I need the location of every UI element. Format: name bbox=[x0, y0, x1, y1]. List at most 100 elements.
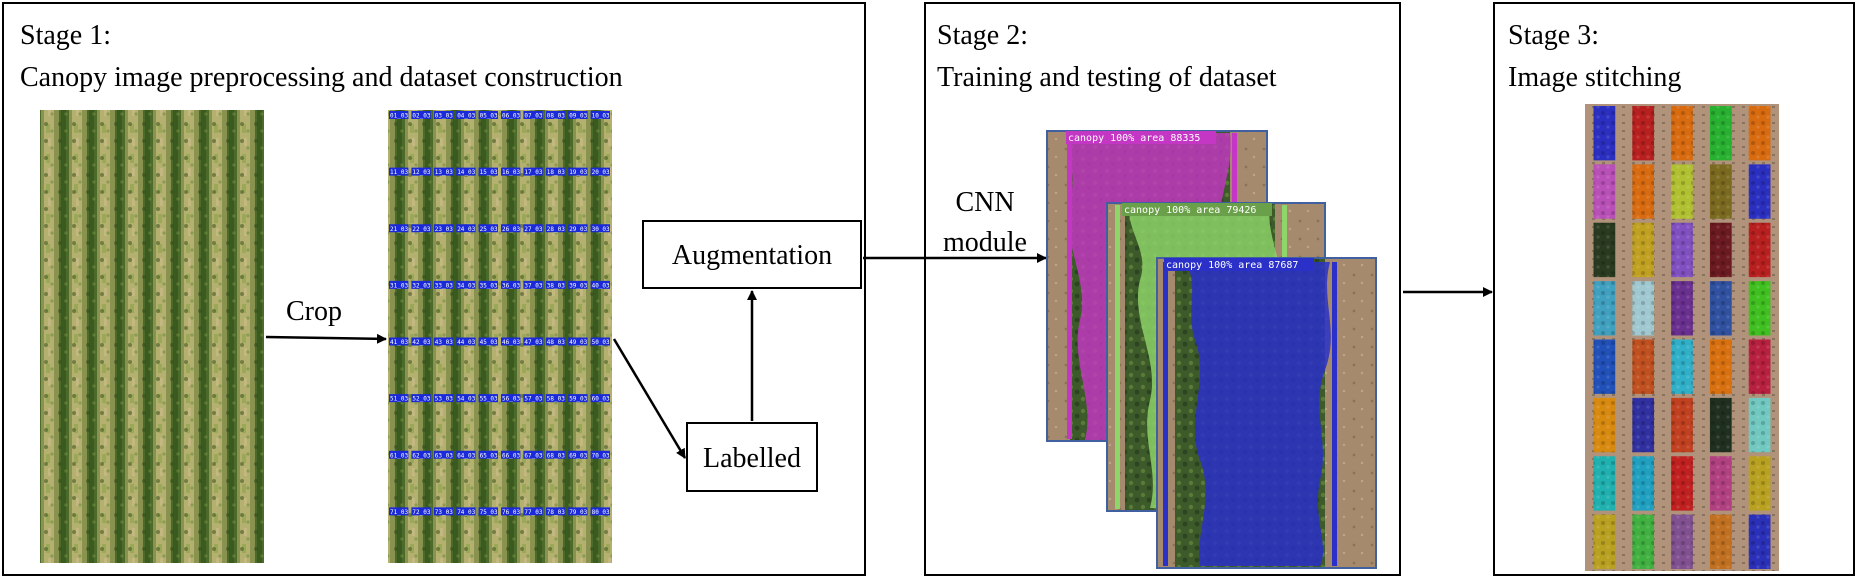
svg-text:55_03: 55_03 bbox=[480, 396, 498, 403]
crop-tile-tag: 60_03 bbox=[590, 394, 610, 403]
svg-text:07_03: 07_03 bbox=[524, 113, 542, 120]
crop-tile-tag: 58_03 bbox=[545, 394, 565, 403]
aerial-field-image bbox=[40, 110, 264, 563]
svg-text:21_03: 21_03 bbox=[390, 226, 408, 233]
svg-text:44_03: 44_03 bbox=[457, 339, 475, 346]
crop-tile-tag: 35_03 bbox=[478, 280, 498, 289]
svg-text:01_03: 01_03 bbox=[390, 113, 408, 120]
svg-text:05_03: 05_03 bbox=[480, 113, 498, 120]
svg-text:45_03: 45_03 bbox=[480, 339, 498, 346]
stitched-segment-texture bbox=[1593, 222, 1616, 278]
crop-tile-tag: 67_03 bbox=[523, 450, 543, 459]
svg-text:79_03: 79_03 bbox=[569, 509, 587, 516]
svg-text:16_03: 16_03 bbox=[502, 169, 520, 176]
crop-tile-tag: 23_03 bbox=[433, 224, 453, 233]
augmentation-box bbox=[642, 220, 862, 289]
crop-tile-tag: 47_03 bbox=[523, 337, 543, 346]
crop-tile-tag: 77_03 bbox=[523, 507, 543, 516]
svg-text:58_03: 58_03 bbox=[547, 396, 565, 403]
svg-text:14_03: 14_03 bbox=[457, 169, 475, 176]
svg-text:75_03: 75_03 bbox=[480, 509, 498, 516]
svg-text:67_03: 67_03 bbox=[524, 452, 542, 459]
stitched-segment-texture bbox=[1671, 339, 1693, 394]
crop-tile-tag: 33_03 bbox=[433, 280, 453, 289]
svg-text:69_03: 69_03 bbox=[569, 452, 587, 459]
crop-tile-tag: 49_03 bbox=[568, 337, 588, 346]
svg-text:36_03: 36_03 bbox=[502, 282, 520, 289]
crop-tile-tag: 08_03 bbox=[545, 111, 565, 120]
crop-tile-tag: 65_03 bbox=[478, 450, 498, 459]
crop-tile-tag: 71_03 bbox=[389, 507, 408, 516]
stitched-segment-texture bbox=[1748, 514, 1771, 569]
svg-text:77_03: 77_03 bbox=[524, 509, 542, 516]
crop-tile-tag: 21_03 bbox=[389, 224, 408, 233]
svg-text:60_03: 60_03 bbox=[592, 396, 610, 403]
stitched-segment-texture bbox=[1671, 222, 1693, 278]
crop-tile-tag: 25_03 bbox=[478, 224, 498, 233]
crop-tile-tag: 53_03 bbox=[433, 394, 453, 403]
stitched-segment-texture bbox=[1671, 281, 1693, 336]
crop-tile-tag: 55_03 bbox=[478, 394, 498, 403]
svg-text:46_03: 46_03 bbox=[502, 339, 520, 346]
stitched-segment-texture bbox=[1748, 456, 1771, 511]
crop-tile-tag: 05_03 bbox=[478, 111, 498, 120]
stitched-segment-texture bbox=[1748, 281, 1771, 336]
stitched-segment-texture bbox=[1709, 514, 1732, 569]
crop-tile-tag: 38_03 bbox=[545, 280, 565, 289]
stitched-segment-texture bbox=[1632, 456, 1655, 511]
svg-text:80_03: 80_03 bbox=[592, 509, 610, 516]
svg-text:37_03: 37_03 bbox=[524, 282, 542, 289]
segmentation-result-3: canopy 100% area 87687 bbox=[1156, 257, 1377, 569]
stitched-segment-texture bbox=[1632, 164, 1655, 219]
svg-text:63_03: 63_03 bbox=[435, 452, 453, 459]
svg-text:33_03: 33_03 bbox=[435, 282, 453, 289]
svg-text:23_03: 23_03 bbox=[435, 226, 453, 233]
crop-tile-tag: 43_03 bbox=[433, 337, 453, 346]
svg-text:70_03: 70_03 bbox=[592, 452, 610, 459]
crop-tile-tag: 48_03 bbox=[545, 337, 565, 346]
svg-text:18_03: 18_03 bbox=[547, 169, 565, 176]
crop-tile-tag: 26_03 bbox=[501, 224, 520, 233]
stitched-segment-texture bbox=[1632, 397, 1655, 453]
svg-text:29_03: 29_03 bbox=[569, 226, 587, 233]
svg-text:68_03: 68_03 bbox=[547, 452, 565, 459]
svg-text:61_03: 61_03 bbox=[390, 452, 408, 459]
crop-tile-tag: 01_03 bbox=[389, 111, 408, 120]
svg-text:27_03: 27_03 bbox=[524, 226, 542, 233]
crop-tile-tag: 17_03 bbox=[523, 167, 543, 176]
crop-tile-tag: 73_03 bbox=[433, 507, 453, 516]
crop-tile-tag: 50_03 bbox=[590, 337, 610, 346]
stitched-image bbox=[1585, 104, 1779, 571]
crop-tile-tag: 34_03 bbox=[456, 280, 476, 289]
svg-text:12_03: 12_03 bbox=[412, 169, 430, 176]
crop-tile-tag: 06_03 bbox=[501, 111, 520, 120]
svg-text:19_03: 19_03 bbox=[569, 169, 587, 176]
to-labelled-arrow bbox=[612, 338, 687, 459]
svg-text:50_03: 50_03 bbox=[592, 339, 610, 346]
crop-tile-tag: 75_03 bbox=[478, 507, 498, 516]
svg-text:48_03: 48_03 bbox=[547, 339, 565, 346]
crop-tile-tag: 29_03 bbox=[568, 224, 588, 233]
stage-2-title: Stage 2: bbox=[937, 20, 1028, 51]
stitched-segment-texture bbox=[1671, 514, 1693, 569]
svg-text:10_03: 10_03 bbox=[592, 113, 610, 120]
crop-tile-tag: 61_03 bbox=[389, 450, 408, 459]
svg-text:13_03: 13_03 bbox=[435, 169, 453, 176]
svg-text:24_03: 24_03 bbox=[457, 226, 475, 233]
stitched-segment-texture bbox=[1593, 281, 1616, 336]
crop-tile-tag: 62_03 bbox=[411, 450, 431, 459]
stitched-segment-texture bbox=[1748, 164, 1771, 219]
crop-tile-tag: 07_03 bbox=[523, 111, 543, 120]
crop-tile-tag: 15_03 bbox=[478, 167, 498, 176]
stitched-segment-texture bbox=[1593, 456, 1616, 511]
crop-tile-tag: 80_03 bbox=[590, 507, 610, 516]
svg-text:11_03: 11_03 bbox=[390, 169, 408, 176]
crop-tile-tag: 19_03 bbox=[568, 167, 588, 176]
crop-tile-tag: 78_03 bbox=[545, 507, 565, 516]
crop-tile-tag: 37_03 bbox=[523, 280, 543, 289]
stitched-segment-texture bbox=[1709, 106, 1732, 161]
svg-text:65_03: 65_03 bbox=[480, 452, 498, 459]
stitched-segment-texture bbox=[1632, 339, 1655, 394]
